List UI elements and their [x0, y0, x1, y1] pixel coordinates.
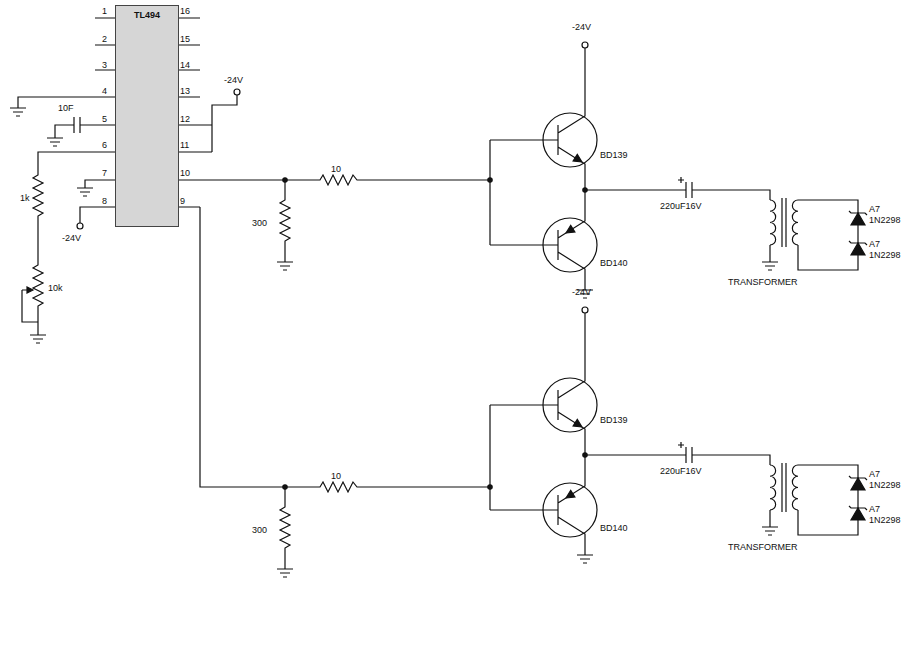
- drive-wire: [200, 140, 545, 262]
- component-label: BD139: [600, 415, 628, 425]
- component-label: 1k: [20, 193, 30, 203]
- pnp-transistor: [543, 210, 597, 280]
- potentiometer-wiper: [22, 290, 38, 322]
- component-label: TRANSFORMER: [728, 277, 798, 287]
- zener-diodes: [849, 476, 867, 520]
- pin-number: 13: [180, 86, 190, 96]
- transformer-symbol: [770, 463, 798, 512]
- supply-wire: [80, 207, 95, 223]
- pin-number: 14: [180, 60, 190, 70]
- component-label: 10F: [58, 103, 74, 113]
- pin-number: 9: [180, 196, 185, 206]
- ic-chip: TL494: [115, 5, 179, 227]
- pin-number: 4: [102, 86, 107, 96]
- component-label: A7: [869, 204, 880, 214]
- component-label: TRANSFORMER: [728, 542, 798, 552]
- ground-symbol: [77, 188, 93, 196]
- ground-wire: [85, 180, 95, 188]
- transformer-symbol: [770, 198, 798, 247]
- pin-number: 3: [102, 60, 107, 70]
- supply-label: -24V: [572, 22, 591, 32]
- component-label: A7: [869, 239, 880, 249]
- pin-number: 2: [102, 34, 107, 44]
- ground-symbol: [577, 555, 593, 563]
- ground-symbol: [762, 527, 778, 535]
- drive-wire: [200, 207, 545, 569]
- component-label: 1N2298: [869, 480, 901, 490]
- supply-label: 220uF16V: [660, 466, 702, 476]
- component-label: BD140: [600, 523, 628, 533]
- npn-transistor: [543, 105, 597, 175]
- ground-symbol: [30, 335, 46, 343]
- component-label: BD140: [600, 258, 628, 268]
- component-label: A7: [869, 469, 880, 479]
- supply-wire: [212, 95, 237, 152]
- pin-number: 11: [180, 140, 189, 150]
- npn-transistor: [543, 370, 597, 440]
- component-label: 1N2298: [869, 250, 901, 260]
- component-label: 10: [331, 164, 341, 174]
- pin-number: 5: [102, 114, 107, 124]
- component-label: BD139: [600, 150, 628, 160]
- ground-wire: [18, 97, 95, 108]
- pin-number: 6: [102, 140, 107, 150]
- pin-number: 8: [102, 196, 107, 206]
- component-label: 300: [252, 218, 267, 228]
- pin-number: 16: [180, 6, 190, 16]
- component-label: 10: [331, 471, 341, 481]
- pin-number: 7: [102, 168, 107, 178]
- zener-diodes: [849, 211, 867, 255]
- output-wire: [585, 313, 858, 555]
- component-label: 300: [252, 525, 267, 535]
- resistor-symbol: [33, 152, 95, 335]
- supply-label: -24V: [62, 233, 81, 243]
- ground-symbol: [277, 262, 293, 270]
- component-label: 10k: [48, 283, 63, 293]
- supply-terminal: [234, 89, 240, 95]
- pin-number: 12: [180, 114, 190, 124]
- component-label: 1N2298: [869, 215, 901, 225]
- pin-number: 1: [102, 6, 107, 16]
- supply-label: -24V: [572, 287, 591, 297]
- wiper-arrow: [27, 287, 33, 293]
- ground-symbol: [10, 108, 26, 116]
- supply-terminal: [77, 223, 83, 229]
- output-wire: [585, 48, 858, 290]
- ground-symbol: [762, 262, 778, 270]
- supply-label: 220uF16V: [660, 201, 702, 211]
- pnp-transistor: [543, 475, 597, 545]
- pin-number: 15: [180, 34, 190, 44]
- ground-symbol: [47, 138, 63, 146]
- component-label: A7: [869, 504, 880, 514]
- component-label: 1N2298: [869, 515, 901, 525]
- ground-symbol: [277, 569, 293, 577]
- chip-name: TL494: [116, 10, 178, 20]
- capacitor-symbol: [55, 117, 95, 138]
- supply-label: -24V: [224, 75, 243, 85]
- pin-number: 10: [180, 168, 190, 178]
